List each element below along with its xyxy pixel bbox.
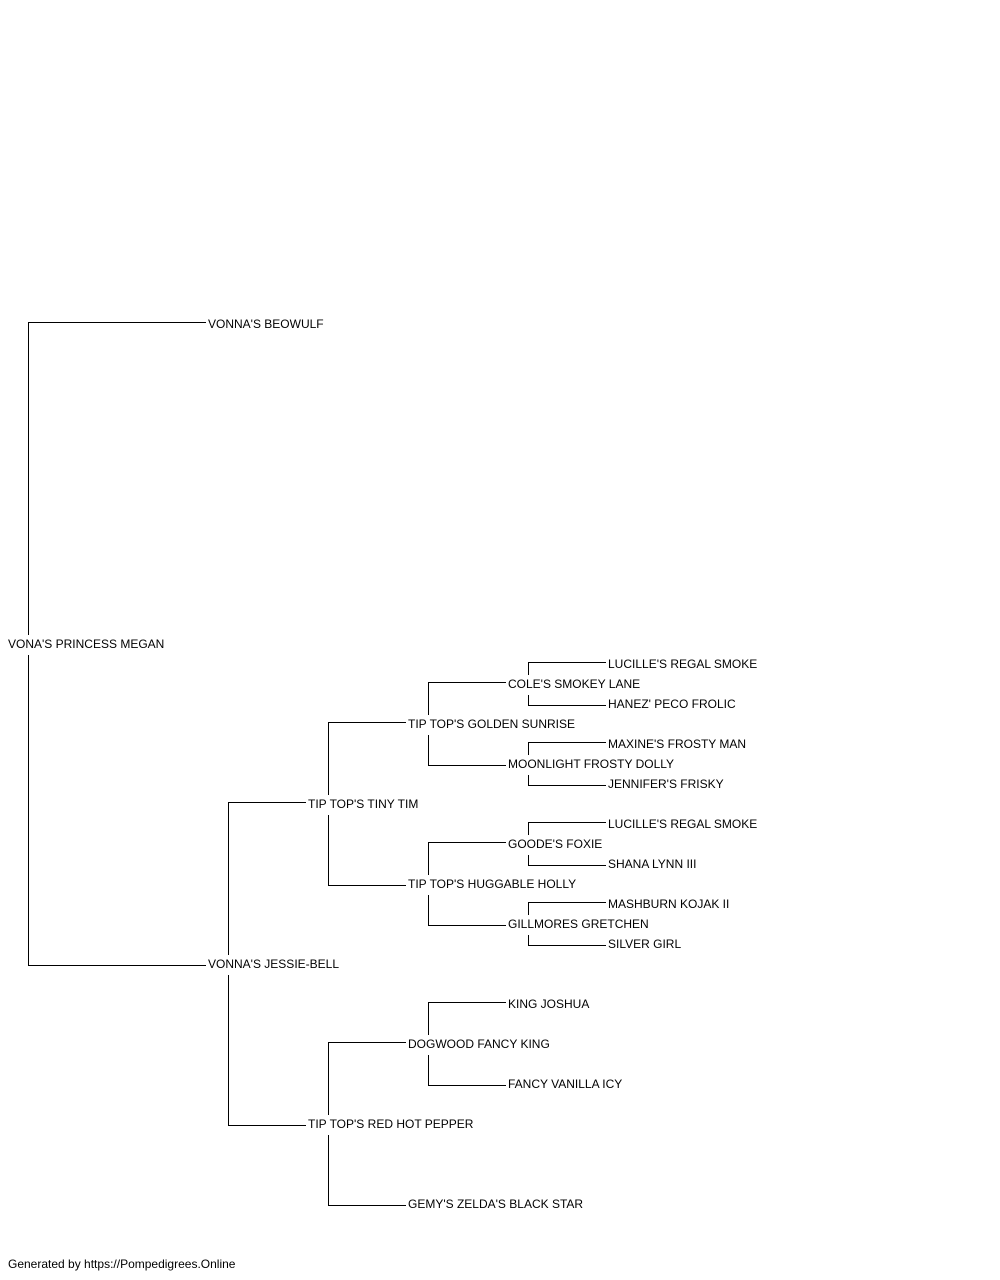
ancestor-name: SILVER GIRL (608, 937, 681, 951)
ancestor-name: LUCILLE'S REGAL SMOKE (608, 657, 757, 671)
pedigree-names: VONA'S PRINCESS MEGAN VONNA'S BEOWULF VO… (8, 317, 757, 1211)
ancestor-name: TIP TOP'S GOLDEN SUNRISE (408, 717, 575, 731)
ancestor-name: HANEZ' PECO FROLIC (608, 697, 736, 711)
dam-sire-name: TIP TOP'S TINY TIM (308, 797, 418, 811)
ancestor-name: GILLMORES GRETCHEN (508, 917, 649, 931)
ancestor-name: MOONLIGHT FROSTY DOLLY (508, 757, 674, 771)
ancestor-name: GEMY'S ZELDA'S BLACK STAR (408, 1197, 583, 1211)
dam-dam-name: TIP TOP'S RED HOT PEPPER (308, 1117, 474, 1131)
ancestor-name: DOGWOOD FANCY KING (408, 1037, 550, 1051)
ancestor-name: TIP TOP'S HUGGABLE HOLLY (408, 877, 576, 891)
ancestor-name: SHANA LYNN III (608, 857, 696, 871)
ancestor-name: COLE'S SMOKEY LANE (508, 677, 640, 691)
ancestor-name: LUCILLE'S REGAL SMOKE (608, 817, 757, 831)
ancestor-name: GOODE'S FOXIE (508, 837, 602, 851)
ancestor-name: JENNIFER'S FRISKY (608, 777, 724, 791)
ancestor-name: MAXINE'S FROSTY MAN (608, 737, 746, 751)
generator-credit: Generated by https://Pompedigrees.Online (8, 1257, 236, 1271)
subject-name: VONA'S PRINCESS MEGAN (8, 637, 164, 651)
sire-name: VONNA'S BEOWULF (208, 317, 324, 331)
pedigree-connectors (28, 322, 606, 1206)
ancestor-name: FANCY VANILLA ICY (508, 1077, 622, 1091)
ancestor-name: KING JOSHUA (508, 997, 589, 1011)
ancestor-name: MASHBURN KOJAK II (608, 897, 729, 911)
dam-name: VONNA'S JESSIE-BELL (208, 957, 339, 971)
